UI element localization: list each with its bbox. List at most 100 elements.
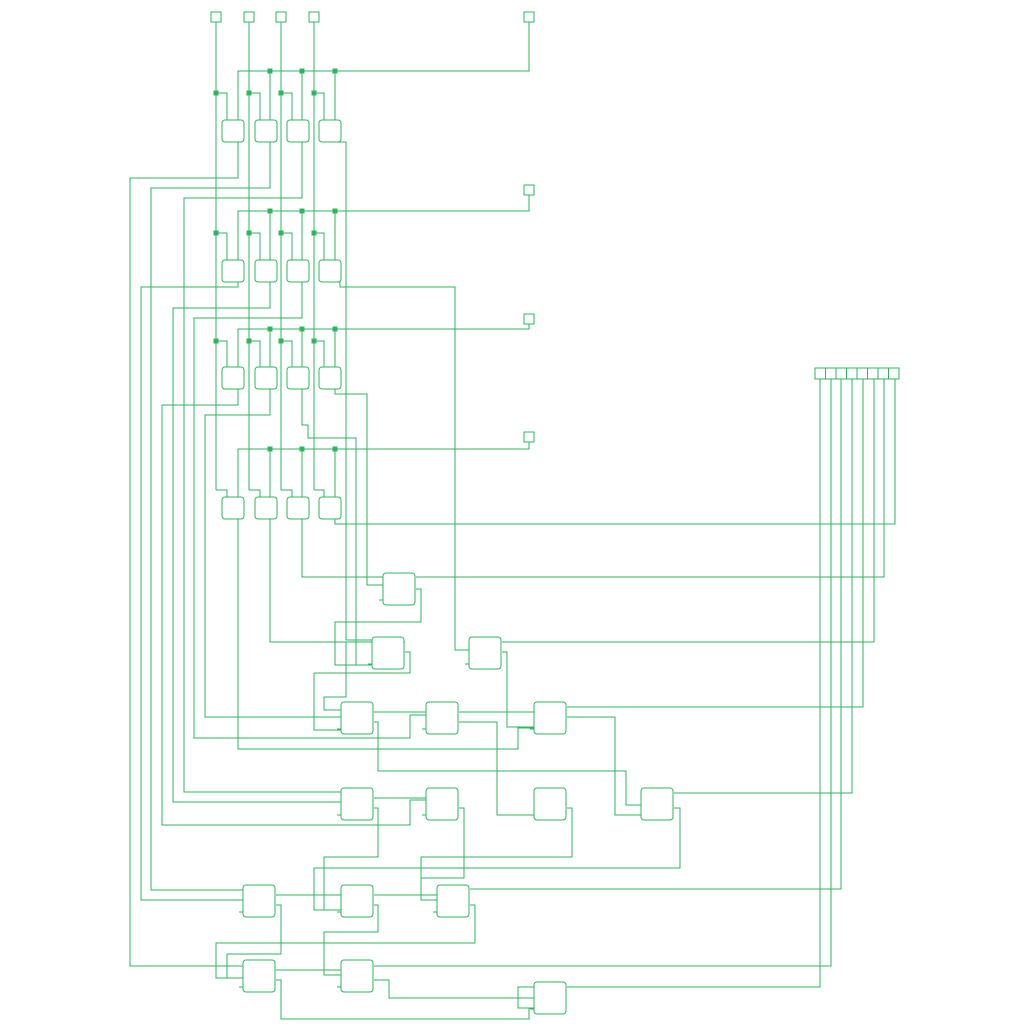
select-tap [301,211,304,263]
wire [193,282,426,739]
adder-cell-3 [468,636,502,670]
output-wire [374,379,832,967]
input-tap [314,489,325,497]
wire-junction [267,68,273,74]
input-pin-b0 [523,11,535,23]
carry-wire [517,986,534,1009]
input-pin-b3 [523,431,535,443]
input-tap [281,232,293,260]
and-gate-r2-c4 [318,259,342,283]
wire [301,389,372,666]
carry-wire [374,721,641,806]
output-pin-p0 [814,367,826,380]
wire-junction [332,208,338,214]
select-bus [237,22,530,120]
adder-cell-15 [340,959,374,993]
gate-layer [221,119,674,1015]
wire-junction [299,208,305,214]
carry-wire [420,807,573,878]
input-tap [249,232,261,260]
wire-junction [278,230,284,236]
select-tap [334,329,337,370]
input-tap [314,340,325,367]
pin-layer [210,11,900,443]
wire-junction [278,90,284,96]
wire-junction [267,326,273,332]
output-pin-p6 [877,367,889,380]
output-pin-p2 [835,367,847,380]
adder-cell-5 [425,701,459,735]
wire [204,389,341,718]
carry-wire [567,716,641,816]
and-gate-r3-c1 [221,366,245,390]
wire-junction [299,326,305,332]
adder-cell-6 [533,701,567,735]
wire-junction [267,208,273,214]
input-tap [281,489,293,497]
input-tap [216,489,228,497]
select-tap [334,71,337,123]
adder-cell-1 [382,572,416,606]
input-pin-a3 [308,11,320,23]
input-pin-a1 [243,11,255,23]
input-pin-a0 [210,11,222,23]
select-tap [301,449,304,500]
sum-wire [374,979,534,999]
input-tap [281,340,293,367]
select-tap [301,71,304,123]
select-tap [301,329,304,370]
wire [183,142,341,793]
select-tap [334,211,337,263]
and-gate-r1-c4 [318,119,342,143]
select-bus [237,442,530,497]
wire-junction [299,68,305,74]
adder-cell-8 [425,787,459,821]
carry-wire [459,721,534,816]
output-wire [334,379,896,525]
and-gate-r4-c4 [318,496,342,520]
wire [140,282,243,901]
wire [335,141,372,641]
input-tap [216,232,228,260]
wire-junction [311,90,317,96]
wire-layer [129,22,896,1020]
wire-junction [213,90,219,96]
input-tap [249,92,261,120]
output-pin-p5 [867,367,879,380]
wire [237,519,534,750]
wire-junction [299,446,305,452]
wire [269,519,372,643]
sum-wire [323,641,405,711]
output-wire [502,379,875,643]
wire-junction [267,446,273,452]
select-bus [237,324,530,367]
wire-junction [213,338,219,344]
select-tap [269,449,272,500]
and-gate-r4-c1 [221,496,245,520]
output-wire [567,379,821,988]
output-pin-p1 [825,367,837,380]
select-tap [269,329,272,370]
wire-junction [311,338,317,344]
adder-cell-11 [242,884,276,918]
adder-cell-14 [242,959,276,993]
and-gate-r3-c3 [286,366,310,390]
wire-junction [246,230,252,236]
wire-junction [246,338,252,344]
junction-layer [213,68,338,452]
output-wire [567,379,864,708]
carry-wire [313,807,681,911]
output-wire [470,379,842,890]
adder-cell-2 [371,636,405,670]
wire [334,389,383,586]
and-gate-r2-c1 [221,259,245,283]
and-gate-r1-c3 [286,119,310,143]
output-pin-p3 [846,367,858,380]
input-tap [281,92,293,120]
adder-cell-12 [340,884,374,918]
wire-junction [246,90,252,96]
adder-cell-4 [340,701,374,735]
and-gate-r2-c2 [254,259,278,283]
